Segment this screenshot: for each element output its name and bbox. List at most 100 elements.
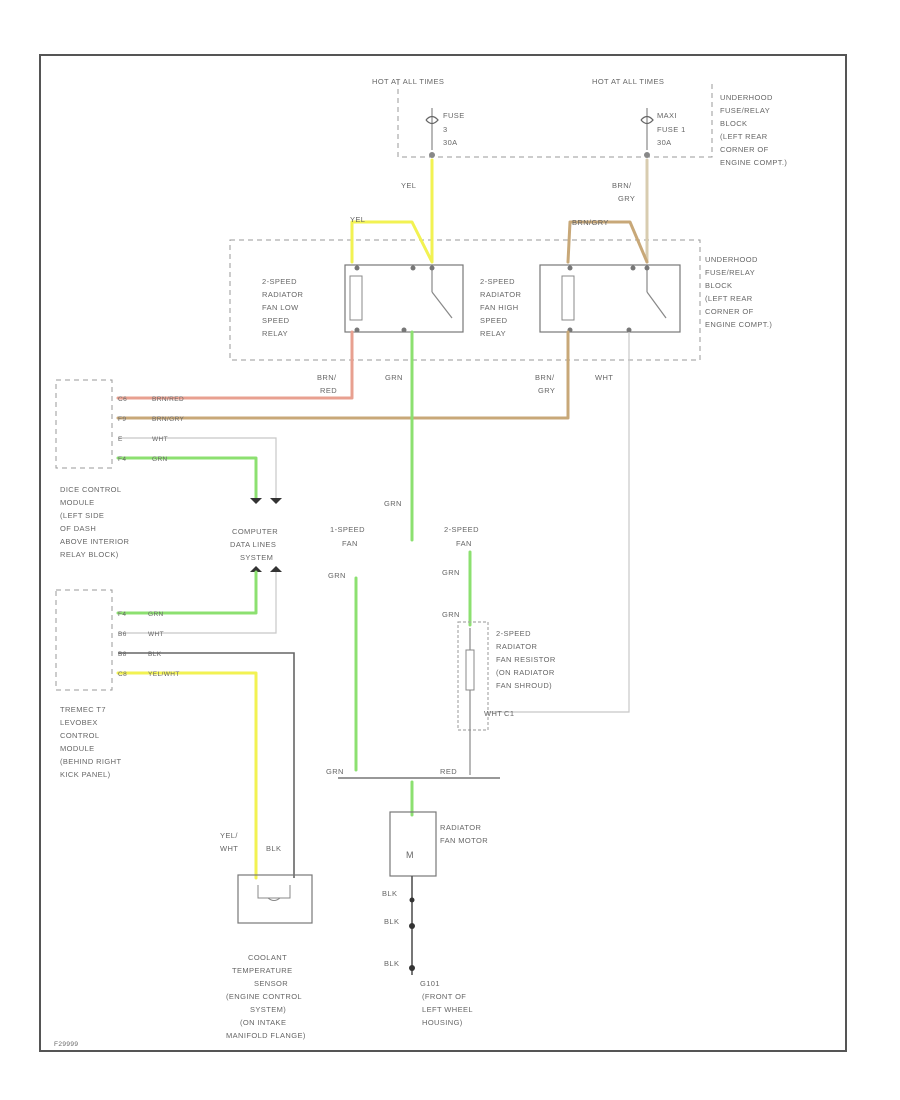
low-relay-switch-icon bbox=[349, 265, 453, 333]
wire-label-blk1: BLK bbox=[382, 889, 397, 898]
motor-label-1: RADIATOR bbox=[440, 823, 481, 832]
sensor-label-7: MANIFOLD FLANGE) bbox=[226, 1031, 306, 1040]
splice-label-3: SYSTEM bbox=[240, 553, 273, 562]
wire-label-blk2: BLK bbox=[384, 917, 399, 926]
pcm-connector-outline bbox=[55, 589, 113, 691]
pcm-label-3: CONTROL bbox=[60, 731, 99, 740]
pcm-label-5: (BEHIND RIGHT bbox=[60, 757, 121, 766]
relay-block-desc-4: (LEFT REAR bbox=[705, 294, 753, 303]
pcm-label-2: LEVOBEX bbox=[60, 718, 98, 727]
dcm-pin-2-color: BRN/GRY bbox=[152, 416, 185, 423]
ground-label-3: HOUSING) bbox=[422, 1018, 463, 1027]
sensor-label-1: COOLANT bbox=[248, 953, 287, 962]
ground-label-1: (FRONT OF bbox=[422, 992, 466, 1001]
dcm-grn-wire bbox=[116, 456, 258, 500]
high-speed-relay bbox=[539, 264, 681, 333]
wht-wire bbox=[488, 332, 630, 713]
low-relay-label-3: FAN LOW bbox=[262, 303, 299, 312]
wire-label-brn-red-1: BRN/ bbox=[317, 373, 337, 382]
splice-label-2: DATA LINES bbox=[230, 540, 276, 549]
hot-label-right: HOT AT ALL TIMES bbox=[592, 77, 664, 86]
wire-label-resistor-grn: GRN bbox=[442, 610, 460, 619]
high-relay-label-1: 2-SPEED bbox=[480, 277, 515, 286]
wire-label-blk3: BLK bbox=[384, 959, 399, 968]
dcm-label-1: DICE CONTROL bbox=[60, 485, 121, 494]
dcm-pin-3-num: E bbox=[118, 436, 123, 443]
high-relay-switch-icon bbox=[561, 265, 667, 333]
ground-label-2: LEFT WHEEL bbox=[422, 1005, 473, 1014]
sensor-label-3: SENSOR bbox=[254, 979, 288, 988]
dcm-pins: C6 BRN/RED F9 BRN/GRY E WHT F4 GRN bbox=[118, 396, 185, 463]
dcm-pin-4-num: F4 bbox=[118, 456, 126, 463]
wire-label-resistor-wht: WHT bbox=[484, 709, 502, 718]
wire-label-brn-red-2: RED bbox=[320, 386, 337, 395]
wire-label-yel-mid: YEL bbox=[350, 215, 365, 224]
fuse-right-line1: MAXI bbox=[657, 111, 677, 120]
wire-label-speed1-grn: GRN bbox=[328, 571, 346, 580]
resistor-label-1: 2-SPEED bbox=[496, 629, 531, 638]
sensor-label-5: SYSTEM) bbox=[250, 1005, 286, 1014]
splice-label-1: COMPUTER bbox=[232, 527, 278, 536]
resistor-label-2: RADIATOR bbox=[496, 642, 537, 651]
ground-splice-2 bbox=[409, 923, 415, 929]
relay-block-desc-2: FUSE/RELAY bbox=[705, 268, 755, 277]
speed1-label-2: FAN bbox=[342, 539, 358, 548]
relay-block-desc-3: BLOCK bbox=[705, 281, 732, 290]
fan-resistor-box bbox=[457, 621, 489, 731]
wire-label-brn-gry-low-1: BRN/ bbox=[535, 373, 555, 382]
coolant-temp-sensor bbox=[237, 874, 313, 924]
relay-block-outline bbox=[229, 239, 701, 361]
wire-label-brn-gry-low-2: GRY bbox=[538, 386, 555, 395]
motor-label-2: FAN MOTOR bbox=[440, 836, 488, 845]
wire-label-brn-gry-mid: BRN/GRY bbox=[572, 218, 609, 227]
motor-symbol-icon: M bbox=[406, 850, 414, 860]
brn-gry-relay-wire bbox=[566, 220, 649, 264]
footer-code: F29999 bbox=[54, 1041, 78, 1048]
sensor-label-4: (ENGINE CONTROL bbox=[226, 992, 302, 1001]
ground-splice-1 bbox=[409, 897, 415, 903]
speed2-label-2: FAN bbox=[456, 539, 472, 548]
wire-label-bottom-grn: GRN bbox=[326, 767, 344, 776]
fuse-block-desc-4: (LEFT REAR bbox=[720, 132, 768, 141]
relay-block-desc-1: UNDERHOOD bbox=[705, 255, 758, 264]
low-relay-label-2: RADIATOR bbox=[262, 290, 303, 299]
brn-red-wire bbox=[116, 330, 354, 400]
fuse-left-line2: 3 bbox=[443, 125, 448, 134]
wire-label-yel-wht-1: YEL/ bbox=[220, 831, 238, 840]
fuse-left-line3: 30A bbox=[443, 138, 458, 147]
fuse-block-outline bbox=[397, 80, 713, 158]
sensor-label-6: (ON INTAKE bbox=[240, 1018, 286, 1027]
dcm-label-2: MODULE bbox=[60, 498, 95, 507]
wire-label-bottom-red: RED bbox=[440, 767, 457, 776]
pcm-pin-1-num: F4 bbox=[118, 611, 126, 618]
pcm-grn-wire bbox=[116, 570, 258, 615]
pcm-pin-3-num: B8 bbox=[118, 651, 127, 658]
fuse-right-line3: 30A bbox=[657, 138, 672, 147]
dcm-pin-4-color: GRN bbox=[152, 456, 168, 463]
dcm-connector-outline bbox=[55, 379, 113, 469]
brn-gry-low-wire bbox=[116, 330, 570, 420]
fuse-block-desc-6: ENGINE COMPT.) bbox=[720, 158, 787, 167]
dcm-wht-wire bbox=[118, 437, 277, 498]
pcm-yel-wht-wire bbox=[116, 671, 258, 880]
pcm-label-1: TREMEC T7 bbox=[60, 705, 106, 714]
dcm-label-6: RELAY BLOCK) bbox=[60, 550, 119, 559]
high-relay-label-3: FAN HIGH bbox=[480, 303, 519, 312]
fuse-right-line2: FUSE 1 bbox=[657, 125, 686, 134]
wire-label-brn-gry-top-1: BRN/ bbox=[612, 181, 632, 190]
pcm-label-4: MODULE bbox=[60, 744, 95, 753]
pcm-label-6: KICK PANEL) bbox=[60, 770, 111, 779]
pcm-blk-wire bbox=[118, 652, 295, 878]
high-relay-label-5: RELAY bbox=[480, 329, 506, 338]
pcm-pin-3-color: BLK bbox=[148, 651, 162, 658]
fuse-block-desc-5: CORNER OF bbox=[720, 145, 769, 154]
pcm-pin-1-color: GRN bbox=[148, 611, 164, 618]
radiator-fan-motor bbox=[389, 811, 437, 877]
fuse-left-icon bbox=[425, 108, 439, 158]
wire-label-speed2-grn: GRN bbox=[442, 568, 460, 577]
dcm-label-5: ABOVE INTERIOR bbox=[60, 537, 130, 546]
fuse-right-icon bbox=[640, 108, 654, 158]
low-speed-relay bbox=[344, 264, 464, 333]
pcm-pin-4-color: YEL/WHT bbox=[148, 671, 180, 678]
